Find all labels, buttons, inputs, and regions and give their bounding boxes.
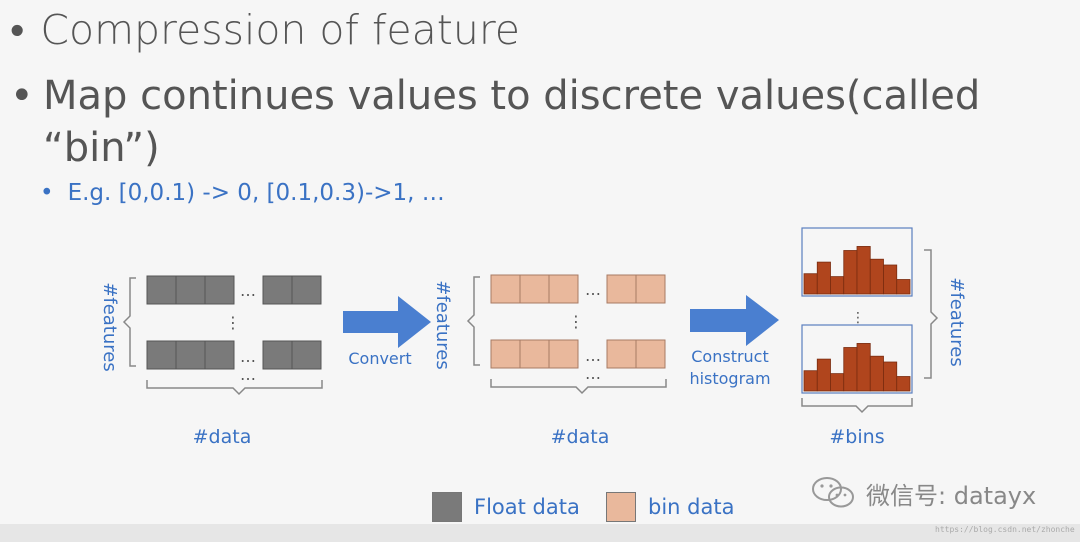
bin-data-grid: … … ⋮ … #features #data [432,274,667,448]
histogram-bar [816,358,831,392]
histogram-bar [883,264,898,295]
column-ellipsis: … [585,364,601,383]
sub-bullet-text: E.g. [0,0.1) -> 0, [0.1,0.3)->1, … [67,180,445,206]
bullet-text: Compression of feature [40,6,521,54]
data-label: #data [193,426,252,448]
bin-cell [606,274,637,304]
float-cell [175,340,206,370]
legend-swatch-bin [606,492,636,522]
histogram-bar [856,343,871,392]
data-brace [146,380,323,396]
arrow-right-icon [690,295,779,346]
sub-bullet-dot: • [40,180,54,206]
bin-row-top [490,274,666,304]
convert-arrow: Convert [343,296,431,368]
row-ellipsis: … [585,346,601,365]
bullet-compression: • Compression of feature [10,6,520,54]
float-row-top [146,275,322,305]
sub-bullet-example: • E.g. [0,0.1) -> 0, [0.1,0.3)->1, … [40,180,445,206]
bullet-map: • Map continues values to discrete value… [10,70,1003,174]
bin-row-bottom [490,339,666,369]
features-label: #features [946,277,967,366]
wechat-watermark: 微信号: datayx [810,475,1036,511]
float-cell [146,340,177,370]
float-cell [204,340,235,370]
watermark-url: https://blog.csdn.net/zhonche [935,525,1075,534]
legend-label-bin: bin data [648,495,735,519]
bin-cell [548,339,579,369]
column-vdots: ⋮ [568,312,584,331]
construct-arrow: Construct histogram [689,295,779,388]
features-brace [122,277,136,367]
bin-cell [490,339,521,369]
histogram-bar [896,376,911,392]
float-data-grid: … … ⋮ … #features #data [99,275,323,448]
legend-label-float: Float data [474,495,580,519]
histogram-bottom [803,343,911,392]
bins-brace [801,398,913,414]
float-cell [204,275,235,305]
float-cell [291,275,322,305]
float-cell [262,275,293,305]
bin-cell [519,339,550,369]
column-vdots: ⋮ [225,313,241,332]
legend-float: Float data [432,492,580,522]
data-brace [490,379,667,395]
histogram-bar [830,373,845,392]
row-ellipsis: … [240,281,256,300]
histogram-vdots: ⋮ [851,310,865,326]
bullet-dot: • [10,6,25,54]
float-cell [291,340,322,370]
histogram-bar [869,355,884,392]
features-brace [466,276,480,366]
features-brace [924,249,939,379]
float-row-bottom [146,340,322,370]
row-ellipsis: … [240,347,256,366]
histograms: ⋮ #features #bins [801,227,967,448]
histogram-bar [883,361,898,392]
histogram-bar [869,258,884,295]
footer-strip [0,524,1080,542]
column-ellipsis: … [240,365,256,384]
histogram-frame-top [801,227,913,297]
arrow-right-icon [343,296,431,348]
histogram-bar [816,261,831,295]
bin-cell [490,274,521,304]
bins-label: #bins [829,426,884,448]
histogram-frame-bottom [801,324,913,394]
float-cell [262,340,293,370]
construct-label: Construct [691,347,769,366]
wechat-id: 微信号: datayx [866,481,1037,510]
features-label: #features [99,282,120,371]
bullet-dot: • [10,73,34,119]
bin-cell [635,274,666,304]
float-cell [146,275,177,305]
histogram-bar [843,347,858,392]
data-label: #data [551,426,610,448]
wechat-icon [812,477,854,508]
histogram-bar [896,279,911,295]
legend-bin: bin data [606,492,734,522]
convert-label: Convert [348,349,411,368]
histogram-label: histogram [689,369,770,388]
histogram-bar [830,276,845,295]
bin-cell [606,339,637,369]
histogram-top [803,246,911,295]
histogram-bar [803,273,818,295]
histogram-bar [803,370,818,392]
features-label: #features [432,280,453,369]
bin-cell [635,339,666,369]
float-cell [175,275,206,305]
row-ellipsis: … [585,280,601,299]
histogram-bar [843,250,858,295]
bin-cell [519,274,550,304]
bullet-text: Map continues values to discrete values(… [43,73,981,171]
bin-cell [548,274,579,304]
histogram-bar [856,246,871,295]
legend-swatch-float [432,492,462,522]
